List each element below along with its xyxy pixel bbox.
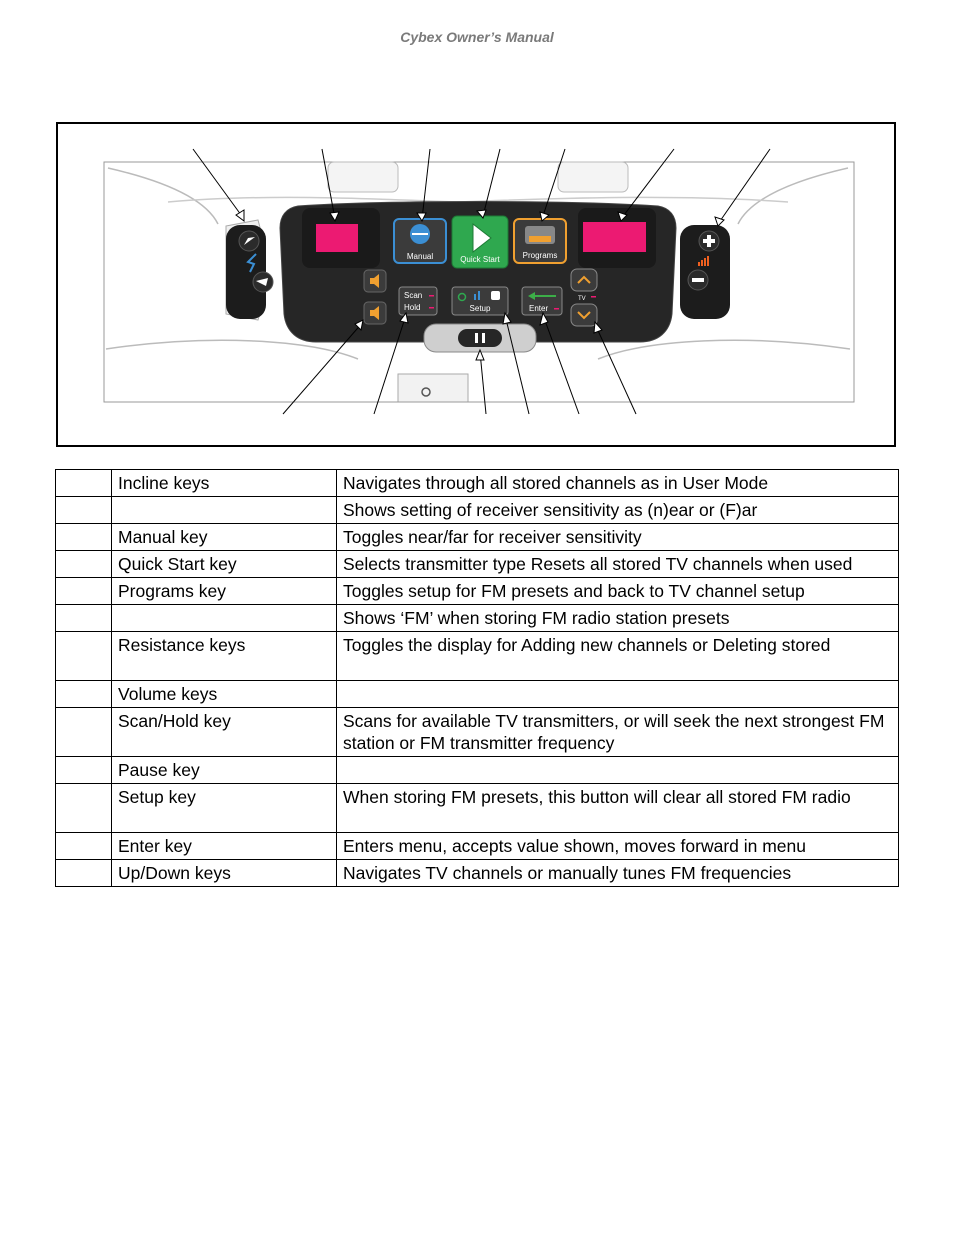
key-description: Navigates TV channels or manually tunes … bbox=[336, 859, 899, 887]
key-name: Resistance keys bbox=[111, 631, 337, 681]
callout-arrowheads-top bbox=[235, 209, 725, 227]
table-row: Pause key bbox=[55, 756, 899, 784]
console-illustration: Manual Quick Start Programs Scan Hold bbox=[103, 148, 855, 415]
scan-hold-key: Scan Hold bbox=[398, 286, 438, 316]
tv-label: TV bbox=[578, 296, 586, 302]
callout-arrowheads-bottom bbox=[354, 311, 603, 361]
key-name: Incline keys bbox=[111, 469, 337, 497]
volume-keys bbox=[363, 269, 387, 325]
key-name bbox=[111, 496, 337, 524]
key-description bbox=[336, 680, 899, 708]
key-name: Programs key bbox=[111, 577, 337, 605]
scan-label: Scan bbox=[404, 291, 422, 300]
up-down-keys: TV bbox=[570, 268, 598, 327]
table-row: Shows setting of receiver sensitivity as… bbox=[55, 496, 899, 524]
key-description: Scans for available TV transmitters, or … bbox=[336, 707, 899, 757]
key-name: Pause key bbox=[111, 756, 337, 784]
incline-pod bbox=[225, 219, 274, 321]
setup-label: Setup bbox=[470, 304, 491, 313]
table-row: Volume keys bbox=[55, 680, 899, 708]
key-name: Manual key bbox=[111, 523, 337, 551]
manual-key: Manual bbox=[393, 218, 447, 264]
pause-key bbox=[423, 323, 537, 353]
enter-label: Enter bbox=[529, 304, 548, 313]
console-figure: Manual Quick Start Programs Scan Hold bbox=[56, 122, 896, 447]
key-name: Scan/Hold key bbox=[111, 707, 337, 757]
key-description: Toggles setup for FM presets and back to… bbox=[336, 577, 899, 605]
programs-key-label: Programs bbox=[523, 251, 558, 260]
setup-key: Setup bbox=[451, 286, 509, 316]
quick-start-key: Quick Start bbox=[451, 215, 509, 269]
enter-key: Enter bbox=[521, 286, 563, 316]
key-description: Shows ‘FM’ when storing FM radio station… bbox=[336, 604, 899, 632]
key-description: Navigates through all stored channels as… bbox=[336, 469, 899, 497]
callout-lines-top bbox=[192, 148, 771, 225]
key-name: Up/Down keys bbox=[111, 859, 337, 887]
key-description: Selects transmitter type Resets all stor… bbox=[336, 550, 899, 578]
key-description: Shows setting of receiver sensitivity as… bbox=[336, 496, 899, 524]
key-description: Enters menu, accepts value shown, moves … bbox=[336, 832, 899, 860]
resistance-pod bbox=[680, 225, 730, 319]
left-display bbox=[316, 224, 358, 252]
hold-label: Hold bbox=[404, 303, 420, 312]
key-name: Enter key bbox=[111, 832, 337, 860]
key-description: Toggles the display for Adding new chann… bbox=[336, 631, 899, 681]
right-display bbox=[583, 222, 646, 252]
programs-key: Programs bbox=[513, 218, 567, 264]
key-description: When storing FM presets, this button wil… bbox=[336, 783, 899, 833]
key-name bbox=[111, 604, 337, 632]
manual-key-label: Manual bbox=[407, 252, 433, 261]
key-name: Quick Start key bbox=[111, 550, 337, 578]
key-name: Setup key bbox=[111, 783, 337, 833]
key-description: Toggles near/far for receiver sensitivit… bbox=[336, 523, 899, 551]
table-row: Shows ‘FM’ when storing FM radio station… bbox=[55, 604, 899, 632]
quick-start-label: Quick Start bbox=[460, 255, 500, 264]
page-header: Cybex Owner’s Manual bbox=[400, 29, 554, 45]
callout-lines-bottom bbox=[282, 314, 637, 415]
key-description bbox=[336, 756, 899, 784]
key-name: Volume keys bbox=[111, 680, 337, 708]
